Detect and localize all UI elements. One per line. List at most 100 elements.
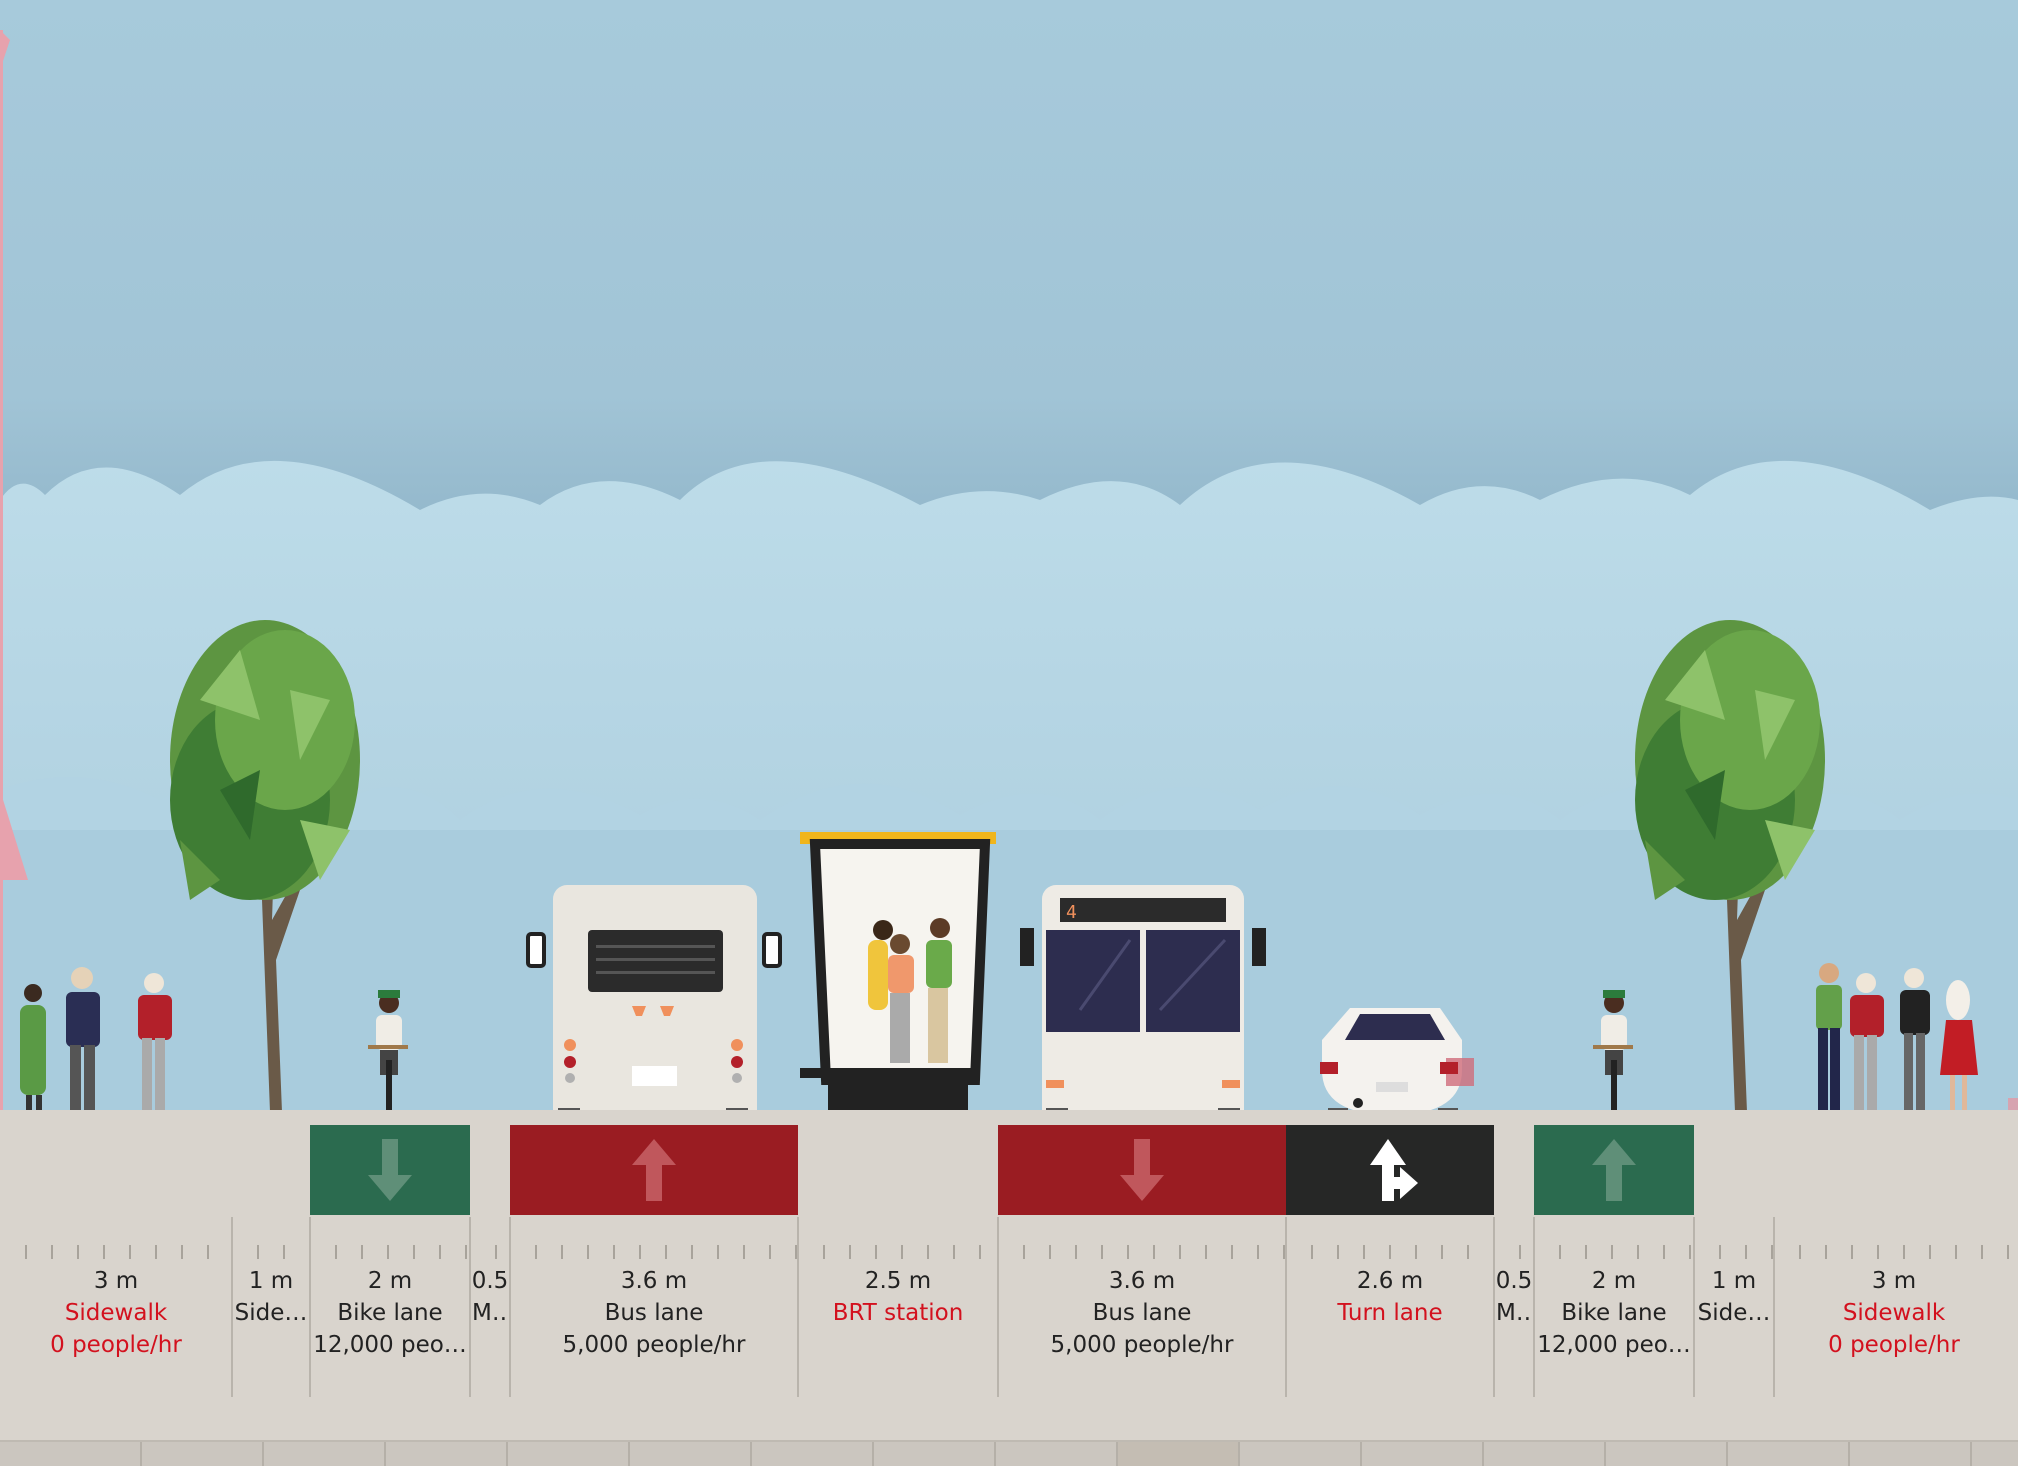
segment-name[interactable]: Sidewalk (64, 1300, 168, 1326)
segment-strip-median-left (470, 1125, 510, 1215)
segment-width[interactable]: 0.5 (1495, 1268, 1533, 1294)
segment-width[interactable]: 1 m (1711, 1268, 1757, 1294)
palette-item[interactable] (142, 1442, 264, 1466)
segment-capacity: 5,000 people/hr (1050, 1332, 1234, 1358)
bus-route-number: 4 (1066, 902, 1077, 923)
segment-name[interactable]: M… (472, 1300, 510, 1326)
palette-item[interactable] (996, 1442, 1118, 1466)
segment-name[interactable]: Sidewalk (1842, 1300, 1946, 1326)
palette-item[interactable] (386, 1442, 508, 1466)
segment-divider[interactable] (797, 1217, 799, 1397)
segment-sidewalk-tree-left[interactable]: 1 m Side… (232, 1125, 310, 1395)
bus-rear (526, 885, 782, 1126)
segment-bike-lane-right[interactable]: 2 m Bike lane 12,000 peo… (1534, 1125, 1694, 1395)
segment-width[interactable]: 3.6 m (620, 1268, 688, 1294)
segment-divider[interactable] (997, 1217, 999, 1397)
segment-width[interactable]: 3 m (1871, 1268, 1917, 1294)
width-ruler (998, 1215, 1286, 1265)
segment-info: 3.6 m Bus lane 5,000 people/hr (998, 1265, 1286, 1361)
palette-item[interactable] (1484, 1442, 1606, 1466)
pedestrians-right (1816, 963, 1978, 1116)
width-ruler (1286, 1215, 1494, 1265)
segment-name[interactable]: Side… (1697, 1300, 1771, 1326)
segment-name[interactable]: Bus lane (604, 1300, 704, 1326)
segment-bus-lane-right[interactable]: 3.6 m Bus lane 5,000 people/hr (998, 1125, 1286, 1395)
segment-width[interactable]: 1 m (248, 1268, 294, 1294)
segment-strip-brt-station (798, 1125, 998, 1215)
segment-brt-station[interactable]: 2.5 m BRT station (798, 1125, 998, 1395)
segment-width[interactable]: 3.6 m (1108, 1268, 1176, 1294)
palette-item[interactable] (1240, 1442, 1362, 1466)
segment-width[interactable]: 2.5 m (864, 1268, 932, 1294)
width-ruler (0, 1215, 232, 1265)
segment-info: 1 m Side… (1694, 1265, 1774, 1329)
cyclist-left (368, 990, 408, 1125)
segment-width[interactable]: 0.5 (471, 1268, 509, 1294)
segment-sidewalk-tree-right[interactable]: 1 m Side… (1694, 1125, 1774, 1395)
palette-item[interactable] (264, 1442, 386, 1466)
segment-divider[interactable] (1773, 1217, 1775, 1397)
width-ruler (232, 1215, 310, 1265)
palette-item[interactable] (1850, 1442, 1972, 1466)
segment-divider[interactable] (1285, 1217, 1287, 1397)
segment-width[interactable]: 3 m (93, 1268, 139, 1294)
segment-turn-lane[interactable]: 2.6 m Turn lane (1286, 1125, 1494, 1395)
segment-palette (0, 1440, 2018, 1466)
segment-divider[interactable] (509, 1217, 511, 1397)
segment-divider[interactable] (309, 1217, 311, 1397)
arrow-down-icon (368, 1139, 412, 1201)
segment-width[interactable]: 2 m (1591, 1268, 1637, 1294)
palette-item[interactable] (1972, 1442, 2018, 1466)
segment-name[interactable]: Bike lane (1561, 1300, 1667, 1326)
palette-item[interactable] (752, 1442, 874, 1466)
segment-name[interactable]: M… (1496, 1300, 1534, 1326)
segment-capacity: 12,000 peo… (1537, 1332, 1691, 1358)
segment-divider[interactable] (1493, 1217, 1495, 1397)
palette-item[interactable] (1728, 1442, 1850, 1466)
segment-name[interactable]: BRT station (832, 1300, 964, 1326)
segment-name[interactable]: Bike lane (337, 1300, 443, 1326)
segment-divider[interactable] (1693, 1217, 1695, 1397)
awning-left (0, 790, 28, 880)
segment-info: 2 m Bike lane 12,000 peo… (1534, 1265, 1694, 1361)
palette-item[interactable] (630, 1442, 752, 1466)
bus-front: 4 (1020, 885, 1266, 1126)
palette-item[interactable] (20, 1442, 142, 1466)
width-ruler (1774, 1215, 2014, 1265)
segment-width[interactable]: 2.6 m (1356, 1268, 1424, 1294)
width-ruler (510, 1215, 798, 1265)
segment-strip-sidewalk-tree-right (1694, 1125, 1774, 1215)
segment-name[interactable]: Turn lane (1337, 1300, 1443, 1326)
building-edge-left (0, 30, 3, 1120)
segment-divider[interactable] (1533, 1217, 1535, 1397)
tree-left (170, 620, 360, 1112)
palette-item[interactable] (1118, 1442, 1240, 1466)
car (1320, 1008, 1474, 1126)
width-ruler (1494, 1215, 1534, 1265)
arrow-down-icon (1120, 1139, 1164, 1201)
palette-item[interactable] (874, 1442, 996, 1466)
width-ruler (470, 1215, 510, 1265)
segment-strip-sidewalk-right (1774, 1125, 2014, 1215)
segment-width[interactable]: 2 m (367, 1268, 413, 1294)
segment-name[interactable]: Bus lane (1092, 1300, 1192, 1326)
segment-name[interactable]: Side… (234, 1300, 308, 1326)
brt-shelter (800, 832, 996, 1112)
palette-item[interactable] (1362, 1442, 1484, 1466)
segment-divider[interactable] (231, 1217, 233, 1397)
palette-item[interactable] (508, 1442, 630, 1466)
segment-divider[interactable] (469, 1217, 471, 1397)
palette-item[interactable] (1606, 1442, 1728, 1466)
cyclist-right (1593, 990, 1633, 1125)
